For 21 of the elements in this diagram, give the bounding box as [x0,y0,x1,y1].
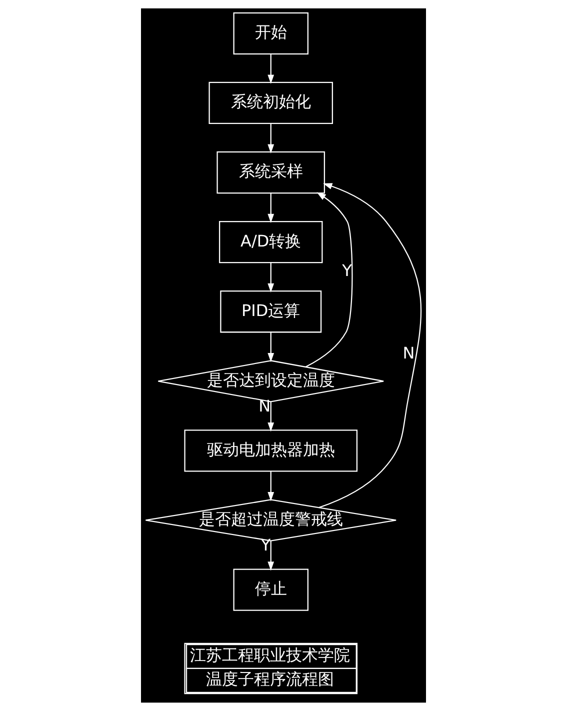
arrow [267,124,274,154]
node-box: PID运算 [220,290,322,333]
arrow [267,332,274,362]
arrow [305,192,352,368]
arrow [267,193,274,223]
arrow [318,183,421,508]
edge-label: N [402,343,414,362]
node-box: 停止 [232,568,308,611]
node-box: 系统采样 [216,151,325,194]
arrow [267,262,274,293]
node-box: 系统初始化 [208,82,332,124]
node-box: 开始 [232,12,308,54]
arrow [267,540,274,571]
node-box: A/D转换 [218,220,322,264]
arrow [267,54,274,84]
arrow [267,402,274,432]
label: 江苏工程职业技术学院 [189,646,350,665]
node-box: 驱动电加热器加热 [184,430,357,472]
arrow [267,471,274,502]
label: 温度子程序流程图 [205,670,334,689]
edge-label: Y [342,261,352,280]
